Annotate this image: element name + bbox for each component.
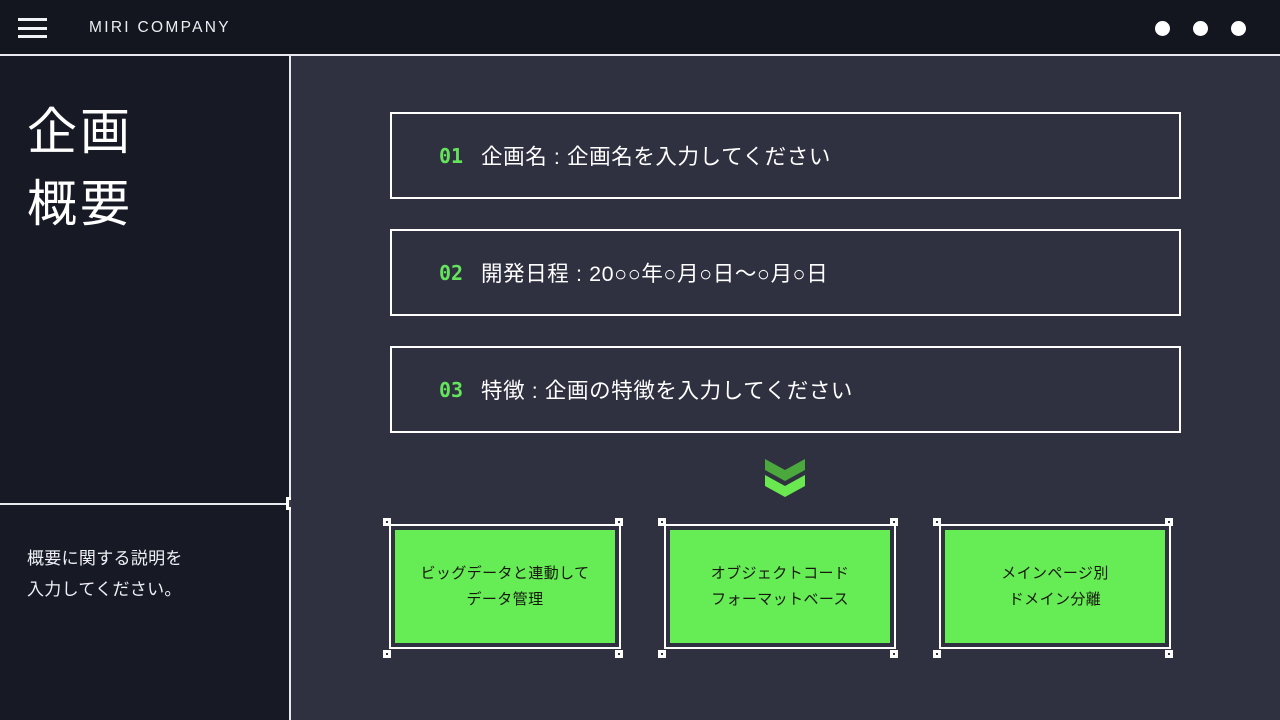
feature-card-3[interactable]: メインページ別 ドメイン分離 [945,530,1165,643]
info-row-2-text: 開発日程 : 20○○年○月○日〜○月○日 [481,262,829,286]
sidebar-divider [0,503,291,505]
card-1-handle-tl[interactable] [383,518,391,526]
sidebar-edge-line [289,56,291,720]
feature-card-1-text: ビッグデータと連動して データ管理 [420,564,590,608]
card-1-handle-bl[interactable] [383,650,391,658]
card-2-handle-tr[interactable] [890,518,898,526]
card-1-handle-tr[interactable] [615,518,623,526]
card-3-handle-bl[interactable] [933,650,941,658]
window-dot-1[interactable] [1155,20,1170,36]
hamburger-line-1 [18,18,47,21]
feature-card-2-text: オブジェクトコード フォーマットベース [710,564,850,608]
feature-card-3-text: メインページ別 ドメイン分離 [1001,564,1109,608]
brand-title: MIRI COMPANY [89,19,231,36]
slide-canvas: 01 企画名 : 企画名を入力してください 02 開発日程 : 20○○年○月○… [291,56,1280,720]
window-controls [1155,0,1246,56]
info-row-3-text: 特徴 : 企画の特徴を入力してください [481,379,854,403]
hamburger-line-3 [18,35,47,38]
slide-title[interactable]: 企画 概要 [27,103,133,233]
info-row-1[interactable]: 01 企画名 : 企画名を入力してください [390,112,1181,199]
sidebar-panel: 企画 概要 概要に関する説明を 入力してください。 [0,56,291,720]
card-1-handle-br[interactable] [615,650,623,658]
window-dot-2[interactable] [1193,20,1208,36]
feature-card-2[interactable]: オブジェクトコード フォーマットベース [670,530,890,643]
info-row-1-text: 企画名 : 企画名を入力してください [481,145,831,169]
info-row-3-number: 03 [439,377,464,402]
feature-card-1[interactable]: ビッグデータと連動して データ管理 [395,530,615,643]
info-row-3[interactable]: 03 特徴 : 企画の特徴を入力してください [390,346,1181,433]
card-2-handle-bl[interactable] [658,650,666,658]
sidebar-description[interactable]: 概要に関する説明を 入力してください。 [27,549,183,599]
info-row-2-number: 02 [439,260,464,285]
top-bar: MIRI COMPANY [0,0,1280,56]
card-3-handle-tr[interactable] [1165,518,1173,526]
card-2-handle-tl[interactable] [658,518,666,526]
card-3-handle-br[interactable] [1165,650,1173,658]
info-row-1-number: 01 [439,143,464,168]
window-dot-3[interactable] [1231,20,1246,36]
double-chevron-down-icon[interactable] [765,459,805,497]
hamburger-line-2 [18,26,47,30]
card-3-handle-tl[interactable] [933,518,941,526]
hamburger-menu-icon[interactable] [18,15,47,41]
info-row-2[interactable]: 02 開発日程 : 20○○年○月○日〜○月○日 [390,229,1181,316]
card-2-handle-br[interactable] [890,650,898,658]
